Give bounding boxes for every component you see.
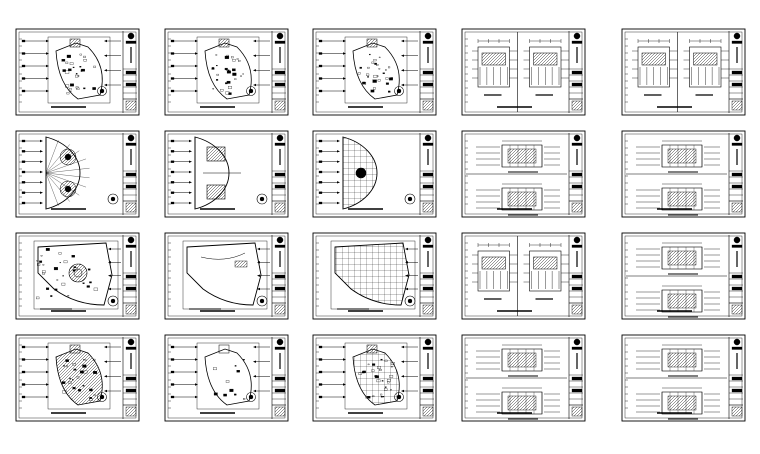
drawing-sheet-r1c4 [461, 28, 586, 116]
drawing-sheet-r3c2 [164, 232, 289, 320]
drawing-sheet-r1c1 [15, 28, 140, 116]
drawing-sheet-r2c3 [312, 130, 437, 218]
drawing-sheet-r3c3 [312, 232, 437, 320]
drawing-sheet-r4c5 [621, 334, 746, 422]
drawing-sheet-r3c1 [15, 232, 140, 320]
drawing-sheet-r4c4 [461, 334, 586, 422]
drawing-sheet-r1c3 [312, 28, 437, 116]
drawing-sheet-r2c5 [621, 130, 746, 218]
drawing-sheet-r3c5 [621, 232, 746, 320]
drawing-sheet-r2c4 [461, 130, 586, 218]
drawing-sheet-r2c1 [15, 130, 140, 218]
drawing-sheet-r1c2 [164, 28, 289, 116]
drawing-sheet-r3c4 [461, 232, 586, 320]
drawing-sheet-r4c2 [164, 334, 289, 422]
drawing-sheet-r2c2 [164, 130, 289, 218]
drawing-sheet-r4c1 [15, 334, 140, 422]
drawing-sheet-r4c3 [312, 334, 437, 422]
drawing-sheet-r1c5 [621, 28, 746, 116]
